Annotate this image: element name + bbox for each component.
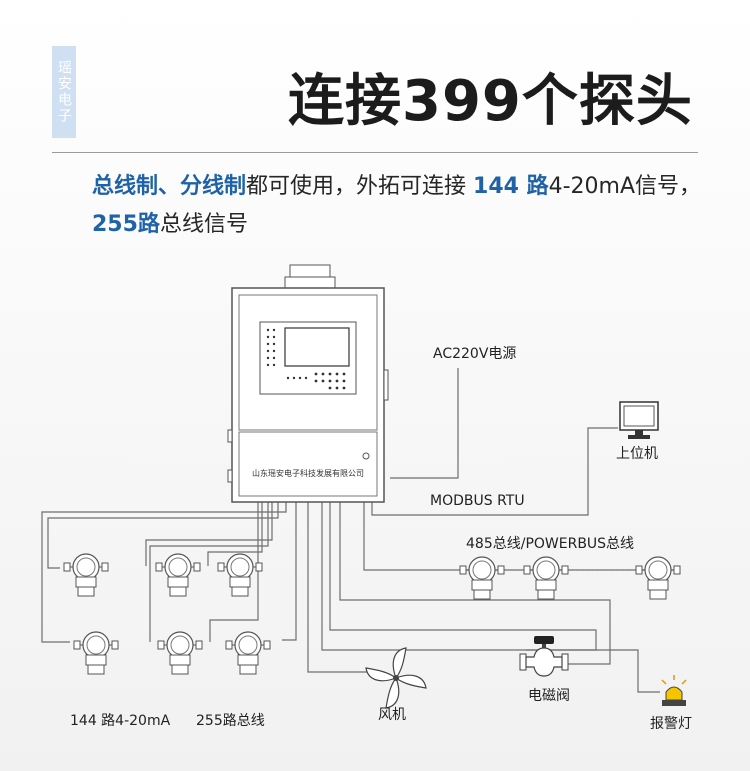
- desc-text-2: 4-20mA信号，: [548, 174, 702, 199]
- title-divider: [52, 152, 698, 153]
- desc-text-3: 总线信号: [159, 212, 248, 237]
- valve-label: 电磁阀: [528, 688, 570, 704]
- fan-label: 风机: [378, 707, 406, 723]
- detector-icon: [523, 556, 569, 600]
- alarm-light-icon: [661, 675, 687, 706]
- desc-highlight-144: 144 路: [473, 174, 549, 199]
- alarm-label: 报警灯: [650, 716, 692, 732]
- computer-icon: [619, 401, 659, 439]
- detector-icon: [459, 556, 505, 600]
- computer-label: 上位机: [616, 446, 658, 462]
- bus-label: 485总线/POWERBUS总线: [466, 536, 634, 552]
- brand-watermark: 瑶安电子: [52, 46, 76, 138]
- wires: [41, 368, 680, 693]
- page-title: 连接399个探头: [288, 69, 693, 134]
- detector-icon: [217, 553, 263, 597]
- controller-label: 山东瑶安电子科技发展有限公司: [252, 468, 364, 478]
- detector-icon: [635, 556, 681, 600]
- fan-icon: [365, 647, 427, 709]
- detector-icon: [73, 631, 119, 675]
- detector-icon: [225, 631, 271, 675]
- detector-icon: [63, 553, 109, 597]
- controller-cabinet: 山东瑶安电子科技发展有限公司: [227, 264, 389, 503]
- bus-group-label: 255路总线: [196, 713, 265, 729]
- modbus-label: MODBUS RTU: [430, 493, 525, 509]
- desc-highlight-systems: 总线制、分线制: [92, 174, 247, 199]
- detector-icon: [155, 553, 201, 597]
- detector-icon: [157, 631, 203, 675]
- desc-highlight-255: 255路: [92, 212, 160, 237]
- valve-icon: [519, 636, 569, 677]
- description: 总线制、分线制都可使用，外拓可连接 144 路4-20mA信号， 255路总线信号: [92, 168, 712, 244]
- analog-label: 144 路4-20mA: [70, 713, 171, 729]
- power-label: AC220V电源: [433, 346, 516, 362]
- desc-text-1: 都可使用，外拓可连接: [246, 174, 474, 199]
